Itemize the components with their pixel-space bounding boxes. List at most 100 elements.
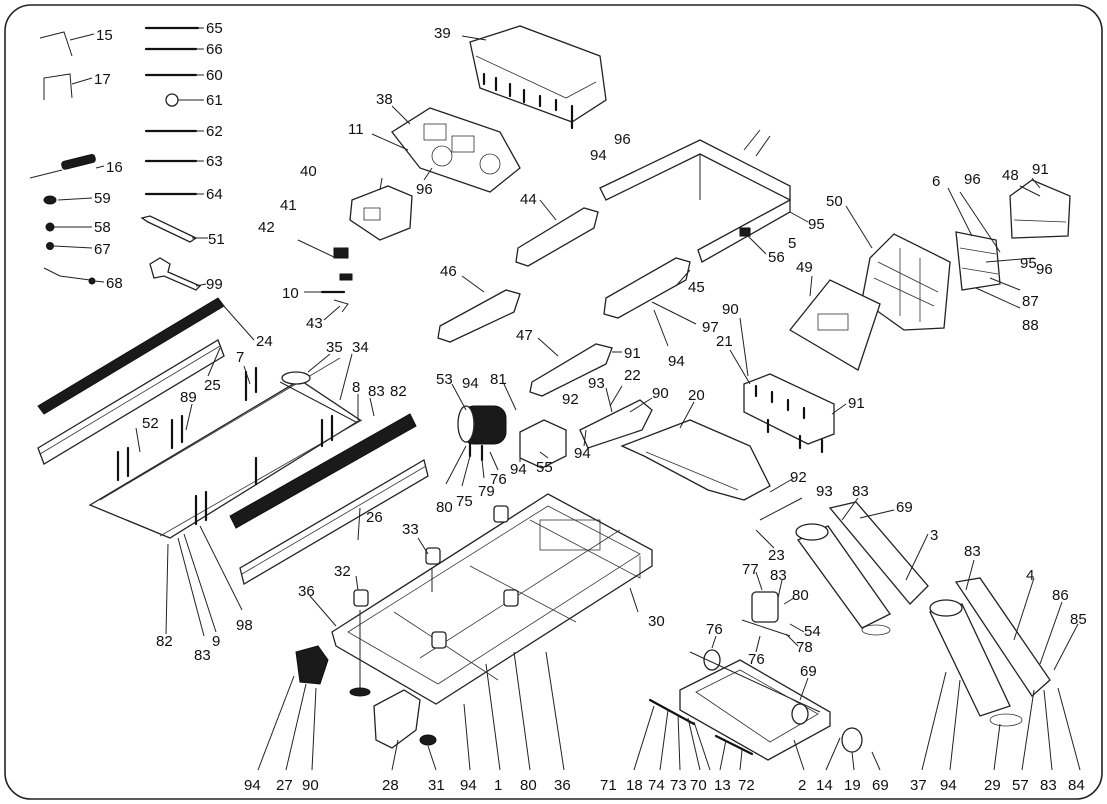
callout-95-a: 95 <box>808 216 825 233</box>
callout-bottom-69: 69 <box>872 777 889 794</box>
callout-44: 44 <box>520 191 537 208</box>
callout-8: 8 <box>352 379 360 396</box>
callout-bottom-74: 74 <box>648 777 665 794</box>
callout-bottom-73: 73 <box>670 777 687 794</box>
callout-bottom-2: 2 <box>798 777 806 794</box>
callout-83-c: 83 <box>194 647 211 664</box>
callout-41: 41 <box>280 197 297 214</box>
callout-60: 60 <box>206 67 223 84</box>
callout-62: 62 <box>206 123 223 140</box>
incline-motor-54 <box>741 591 791 637</box>
callout-bottom-36: 36 <box>554 777 571 794</box>
callout-94-b: 94 <box>462 375 479 392</box>
callout-33: 33 <box>402 521 419 538</box>
callout-65: 65 <box>206 20 223 37</box>
side-rail-25 <box>37 339 225 465</box>
callout-47: 47 <box>516 327 533 344</box>
diagram-border <box>4 4 1103 800</box>
callout-24: 24 <box>256 333 273 350</box>
callout-91-c: 91 <box>848 395 865 412</box>
motor-cover-22 <box>579 399 653 449</box>
callout-93-a: 93 <box>588 375 605 392</box>
callout-53: 53 <box>436 371 453 388</box>
callout-bottom-1: 1 <box>494 777 502 794</box>
callout-80-a: 80 <box>436 499 453 516</box>
callout-90-a: 90 <box>722 301 739 318</box>
console-cover-40 <box>349 185 413 241</box>
callout-79: 79 <box>478 483 495 500</box>
callout-45: 45 <box>688 279 705 296</box>
small-fasteners <box>43 195 96 285</box>
hex-key-15 <box>39 31 73 57</box>
callout-81: 81 <box>490 371 507 388</box>
callout-66: 66 <box>206 41 223 58</box>
callout-39: 39 <box>434 25 451 42</box>
callout-59: 59 <box>94 190 111 207</box>
hex-key-17 <box>43 73 73 100</box>
callout-83-a: 83 <box>368 383 385 400</box>
callout-bottom-94-a: 94 <box>244 777 261 794</box>
callout-77: 77 <box>742 561 759 578</box>
callout-68: 68 <box>106 275 123 292</box>
console-bracket-6 <box>955 231 1001 291</box>
leader-lines <box>53 27 1081 771</box>
callout-87: 87 <box>1022 293 1039 310</box>
callout-bottom-28: 28 <box>382 777 399 794</box>
callout-76-a: 76 <box>490 471 507 488</box>
callout-bottom-84: 84 <box>1068 777 1085 794</box>
bolts-column <box>144 26 200 196</box>
callout-bottom-27: 27 <box>276 777 293 794</box>
callout-51: 51 <box>208 231 225 248</box>
callout-75: 75 <box>456 493 473 510</box>
callout-bottom-19: 19 <box>844 777 861 794</box>
callout-25: 25 <box>204 377 221 394</box>
callout-82-b: 82 <box>156 633 173 650</box>
allen-wrench-51 <box>140 215 198 243</box>
callout-64: 64 <box>206 186 223 203</box>
callout-83-e: 83 <box>964 543 981 560</box>
callout-bottom-18: 18 <box>626 777 643 794</box>
callout-26: 26 <box>366 509 383 526</box>
callout-86: 86 <box>1052 587 1069 604</box>
drive-motor-53 <box>457 405 507 462</box>
callout-bottom-29: 29 <box>984 777 1001 794</box>
callout-6: 6 <box>932 173 940 190</box>
callout-bottom-83: 83 <box>1040 777 1057 794</box>
callout-54: 54 <box>804 623 821 640</box>
callout-94-e: 94 <box>510 461 527 478</box>
callout-78: 78 <box>796 639 813 656</box>
callout-bottom-70: 70 <box>690 777 707 794</box>
callout-35: 35 <box>326 339 343 356</box>
callout-58: 58 <box>94 219 111 236</box>
callout-5: 5 <box>788 235 796 252</box>
side-rail-26 <box>239 458 429 586</box>
callout-67: 67 <box>94 241 111 258</box>
callout-88: 88 <box>1022 317 1039 334</box>
callout-17: 17 <box>94 71 111 88</box>
callout-50: 50 <box>826 193 843 210</box>
callout-49: 49 <box>796 259 813 276</box>
rear-roller-4 <box>929 577 1051 727</box>
callout-97: 97 <box>702 319 719 336</box>
callout-bottom-14: 14 <box>816 777 833 794</box>
callout-bottom-31: 31 <box>428 777 445 794</box>
callout-96-c: 96 <box>964 171 981 188</box>
callout-11: 11 <box>348 121 364 138</box>
console-panel-49 <box>789 279 881 371</box>
callout-bottom-37: 37 <box>910 777 927 794</box>
handrail-right-45 <box>603 257 691 319</box>
callout-95-b: 95 <box>1020 255 1037 272</box>
upright-frame-5 <box>599 129 791 263</box>
callout-bottom-13: 13 <box>714 777 731 794</box>
wheel-cover-27 <box>295 645 329 685</box>
callout-16: 16 <box>106 159 123 176</box>
callout-bottom-80: 80 <box>520 777 537 794</box>
callout-96-d: 96 <box>1036 261 1053 278</box>
handrail-left-44 <box>515 207 599 267</box>
callout-76-c: 76 <box>706 621 723 638</box>
callout-32: 32 <box>334 563 351 580</box>
callout-96-b: 96 <box>614 131 631 148</box>
callout-9: 9 <box>212 633 220 650</box>
callout-69-a: 69 <box>896 499 913 516</box>
